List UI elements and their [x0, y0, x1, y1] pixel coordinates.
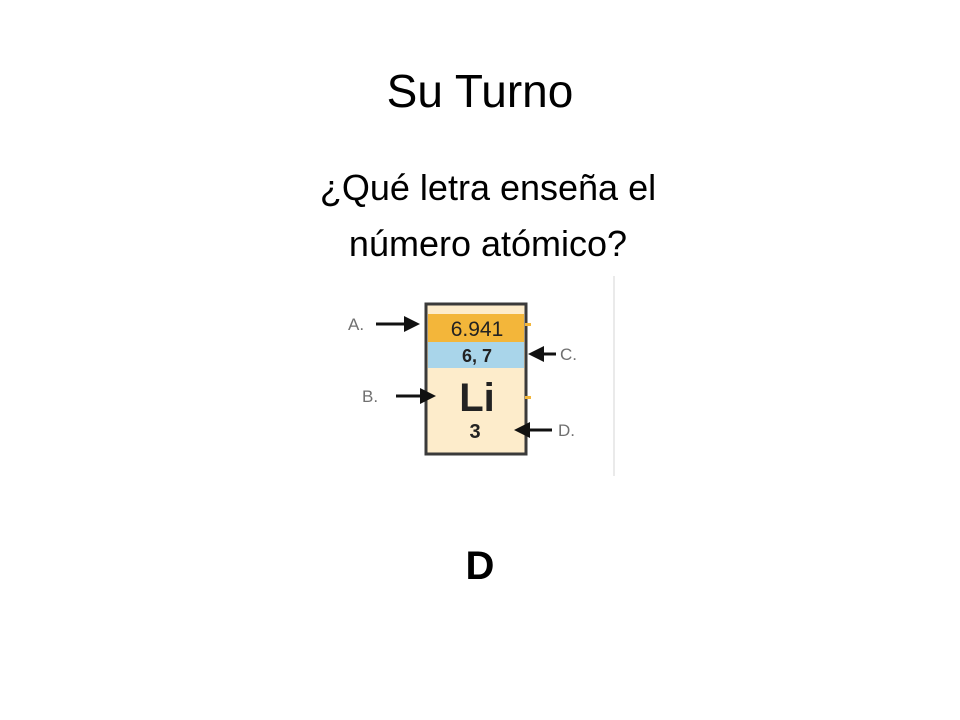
element-diagram: 6.941 6, 7 Li 3 A. C. B. D. — [330, 276, 620, 476]
label-c: C. — [560, 345, 577, 364]
label-d: D. — [558, 421, 575, 440]
oxidation-states-text: 6, 7 — [462, 346, 492, 366]
symbol-marker — [525, 396, 531, 399]
question-line-1: ¿Qué letra enseña el — [319, 167, 657, 208]
mass-band — [428, 314, 524, 342]
atomic-mass-text: 6.941 — [451, 318, 504, 341]
slide-title: Su Turno — [386, 65, 574, 117]
answer-text: D — [465, 544, 495, 588]
arrow-b-icon — [396, 388, 436, 404]
element-diagram-svg: 6.941 6, 7 Li 3 A. C. B. D. — [348, 276, 615, 476]
states-band — [428, 342, 524, 368]
arrow-c-icon — [528, 346, 556, 362]
label-a: A. — [348, 315, 364, 334]
arrow-a-icon — [376, 316, 420, 332]
question-text: ¿Qué letra enseña el número atómico? — [228, 160, 748, 272]
question-line-2: número atómico? — [348, 223, 628, 264]
mass-marker — [525, 323, 531, 326]
arrow-d-icon — [514, 422, 552, 438]
element-tile: 6.941 6, 7 Li 3 — [424, 302, 531, 456]
atomic-number-text: 3 — [469, 421, 480, 443]
element-symbol-text: Li — [459, 376, 495, 420]
label-b: B. — [362, 387, 378, 406]
